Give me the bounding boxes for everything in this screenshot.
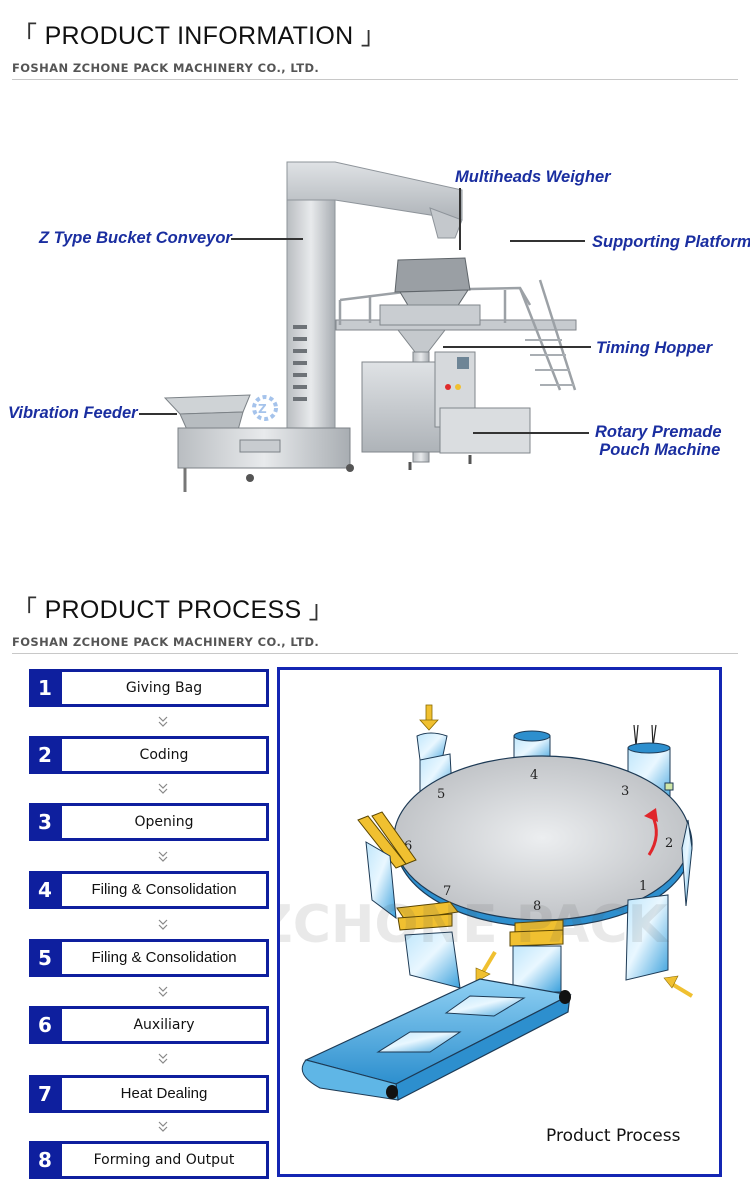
section-title: 「 PRODUCT INFORMATION 」 (12, 16, 738, 52)
divider (12, 79, 738, 80)
step-number: 7 (38, 1082, 52, 1106)
step-label: Forming and Output (62, 1144, 266, 1176)
rotary-pouch-machine (361, 351, 531, 470)
vibration-feeder (163, 394, 354, 492)
step-label: Coding (62, 739, 266, 771)
leader-line (510, 240, 585, 242)
step-label: Giving Bag (62, 672, 266, 704)
callout-z-type-bucket-conveyor: Z Type Bucket Conveyor (39, 229, 232, 247)
station-number: 3 (621, 784, 629, 799)
leader-line (459, 188, 461, 250)
callout-supporting-platform: Supporting Platform (592, 233, 750, 251)
company-name: FOSHAN ZCHONE PACK MACHINERY CO., LTD. (12, 635, 320, 649)
process-step: 7 Heat Dealing (29, 1075, 269, 1113)
section-title-text: PRODUCT INFORMATION (44, 22, 354, 50)
product-process-header: 「 PRODUCT PROCESS 」 FOSHAN ZCHONE PACK M… (12, 590, 738, 654)
section-title: 「 PRODUCT PROCESS 」 (12, 590, 738, 626)
process-step: 3 Opening (29, 803, 269, 841)
step-label: Filing & Consolidation (62, 874, 266, 906)
svg-text:Z: Z (258, 402, 267, 416)
machine-figure: Z Multiheads Weigher Z Type Bucket Conve… (0, 140, 750, 520)
step-number: 2 (38, 743, 52, 767)
company-name: FOSHAN ZCHONE PACK MACHINERY CO., LTD. (12, 61, 320, 75)
process-diagram: 1 2 3 4 5 6 7 8 (277, 667, 722, 1177)
station-number: 4 (530, 768, 538, 783)
discharge-arrow-icon (475, 950, 497, 983)
station-number: 8 (533, 899, 541, 914)
station-7-sealer (396, 901, 461, 989)
diagram-caption: Product Process (546, 1126, 681, 1146)
chevron-double-down-icon (158, 986, 168, 997)
product-information-header: 「 PRODUCT INFORMATION 」 FOSHAN ZCHONE PA… (12, 16, 738, 80)
leader-line (139, 413, 177, 415)
callout-rotary-premade-pouch-machine: Rotary Premade Pouch Machine (595, 423, 722, 459)
step-label: Opening (62, 806, 266, 838)
bag-feed-arrow-icon (663, 975, 694, 998)
machine-illustration: Z (163, 161, 577, 492)
step-number: 8 (38, 1148, 52, 1172)
chevron-double-down-icon (158, 716, 168, 727)
step-number: 3 (38, 810, 52, 834)
watermark: Z (252, 395, 278, 421)
process-step: 2 Coding (29, 736, 269, 774)
z-bucket-conveyor (286, 161, 463, 463)
step-label: Filing & Consolidation (62, 942, 266, 974)
station-number: 2 (665, 836, 673, 851)
step-number: 4 (38, 878, 52, 902)
callout-line: Rotary Premade (595, 423, 722, 441)
leader-line (231, 238, 303, 240)
bracket-close: 」 (308, 596, 334, 624)
bracket-open: 「 (12, 596, 38, 624)
leader-line (443, 346, 591, 348)
output-conveyor (301, 978, 572, 1101)
station-number: 1 (639, 879, 647, 894)
callout-multiheads-weigher: Multiheads Weigher (455, 168, 611, 186)
step-number: 5 (38, 946, 52, 970)
process-step: 8 Forming and Output (29, 1141, 269, 1179)
station-8-output (509, 919, 564, 993)
step-label: Auxiliary (62, 1009, 266, 1041)
station-number: 5 (437, 787, 445, 802)
process-step: 6 Auxiliary (29, 1006, 269, 1044)
process-step: 4 Filing & Consolidation (29, 871, 269, 909)
section-title-text: PRODUCT PROCESS (44, 596, 302, 624)
callout-line: Pouch Machine (599, 441, 721, 459)
step-label: Heat Dealing (62, 1078, 266, 1110)
rotary-process-diagram: 1 2 3 4 5 6 7 8 (280, 704, 694, 1101)
step-number: 1 (38, 676, 52, 700)
callout-timing-hopper: Timing Hopper (596, 339, 713, 357)
divider (12, 653, 738, 654)
chevron-double-down-icon (158, 783, 168, 794)
process-step: 1 Giving Bag (29, 669, 269, 707)
station-2-bag (681, 819, 693, 907)
bracket-open: 「 (12, 22, 38, 50)
rotation-direction-arrow-icon (644, 808, 658, 856)
multihead-weigher (379, 257, 481, 326)
bracket-close: 」 (360, 22, 387, 50)
station-number: 7 (443, 884, 451, 899)
callout-vibration-feeder: Vibration Feeder (8, 404, 138, 422)
station-number: 6 (404, 839, 412, 854)
chevron-double-down-icon (158, 919, 168, 930)
leader-line (473, 432, 589, 434)
station-1-bag (625, 894, 669, 981)
chevron-double-down-icon (158, 1053, 168, 1064)
step-number: 6 (38, 1013, 52, 1037)
chevron-double-down-icon (158, 1121, 168, 1132)
process-step: 5 Filing & Consolidation (29, 939, 269, 977)
chevron-double-down-icon (158, 851, 168, 862)
station-6-sealer (357, 811, 417, 920)
